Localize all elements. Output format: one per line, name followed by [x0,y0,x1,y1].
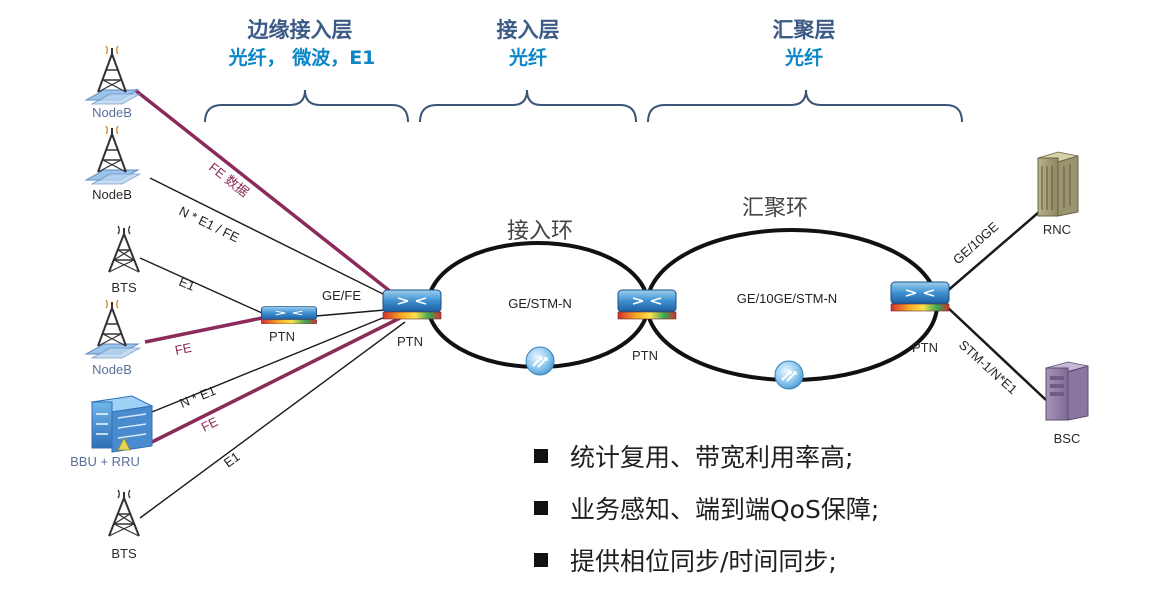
rnc-label: RNC [1043,222,1071,237]
aggregation-ring-traffic-icon [774,360,804,390]
label-n-e1: N * E1 [178,383,218,411]
router-icon [382,289,442,320]
access-ring-traffic-icon [525,346,555,376]
feature-list: 统计复用、带宽利用率高; 业务感知、端到端QoS保障; 提供相位同步/时间同步; [534,430,1094,586]
brace-aggregation [647,89,963,123]
nodeb-third: NodeB [85,299,141,377]
ring-access-name: 接入环 [507,219,573,244]
bbu-server-icon [90,395,154,453]
ring-aggregation-name: 汇聚环 [742,196,808,221]
link-bbu-n-e1 [151,312,396,413]
label-fe-bbu: FE [199,414,221,435]
label-n-e1-fe: N * E1 / FE [177,203,242,245]
bts-top: BTS [108,225,140,295]
ptn-small: PTN [260,305,318,344]
bts-bottom-label: BTS [111,546,137,561]
label-e1-bottom: E1 [221,449,243,470]
bsc: BSC [1045,361,1089,446]
nodeb-second-label: NodeB [92,187,132,202]
bullet-square-icon [534,553,548,567]
feature-item: 提供相位同步/时间同步; [534,534,1094,586]
nodeb-tower-icon [85,299,141,359]
link-rnc [944,205,1047,294]
link-ptn-small-to-main [315,309,386,317]
router-icon [260,305,318,325]
nodeb-top-label: NodeB [92,105,132,120]
layer-access-subtitle: 光纤 [508,46,547,69]
feature-text: 提供相位同步/时间同步; [570,547,837,576]
bsc-server-icon [1045,361,1089,421]
label-e1-top: E1 [177,274,197,294]
bsc-label: BSC [1054,431,1081,446]
ring-aggregation-protocol: GE/10GE/STM-N [737,291,837,306]
brace-edge-access [204,89,409,123]
ptn-right: PTN [890,281,950,355]
layer-edge-access-subtitle: 光纤， 微波，E1 [228,46,376,69]
label-ge-fe: GE/FE [322,288,361,303]
router-icon [617,289,677,320]
link-nodeb-2 [149,177,396,301]
label-fe-mid: FE [174,340,194,358]
link-bts-bottom-e1 [139,321,406,519]
bullet-square-icon [534,501,548,515]
feature-item: 业务感知、端到端QoS保障; [534,482,1094,534]
ptn-right-label: PTN [912,340,938,355]
layer-access-title: 接入层 [497,18,560,42]
bullet-square-icon [534,449,548,463]
link-bsc [944,304,1047,401]
nodeb-second: NodeB [85,125,141,202]
bbu-rru-label: BBU + RRU [70,454,140,469]
ptn-main-label: PTN [397,334,423,349]
bts-tower-icon [108,225,140,273]
router-icon [890,281,950,312]
rnc-cabinet-icon [1037,151,1079,217]
link-bbu-fe [151,316,401,444]
link-nodeb-top-fe [133,88,407,305]
nodeb-tower-icon [85,125,141,185]
nodeb-top: NodeB [85,45,141,120]
bts-top-label: BTS [111,280,137,295]
nodeb-third-label: NodeB [92,362,132,377]
brace-access [419,89,637,123]
feature-item: 统计复用、带宽利用率高; [534,430,1094,482]
nodeb-tower-icon [85,45,141,105]
bbu-rru: BBU + RRU [70,395,154,469]
link-bts-to-ptn-small [139,257,263,314]
ptn-mid-label: PTN [632,348,658,363]
layer-aggregation-title: 汇聚层 [773,18,836,42]
ptn-main: PTN [382,289,442,349]
bts-tower-icon [108,489,140,537]
ring-access-protocol: GE/STM-N [508,296,572,311]
layer-braces [204,89,963,123]
layer-edge-access-title: 边缘接入层 [248,18,353,42]
layer-aggregation-subtitle: 光纤 [784,46,823,69]
bts-bottom: BTS [108,489,140,561]
ptn-small-label: PTN [269,329,295,344]
rnc: RNC [1037,151,1079,237]
feature-text: 统计复用、带宽利用率高; [570,443,854,472]
link-nodeb-3-fe [144,316,263,344]
feature-text: 业务感知、端到端QoS保障; [570,495,880,524]
ptn-mid: PTN [617,289,677,363]
label-ge-10ge: GE/10GE [950,219,1002,268]
